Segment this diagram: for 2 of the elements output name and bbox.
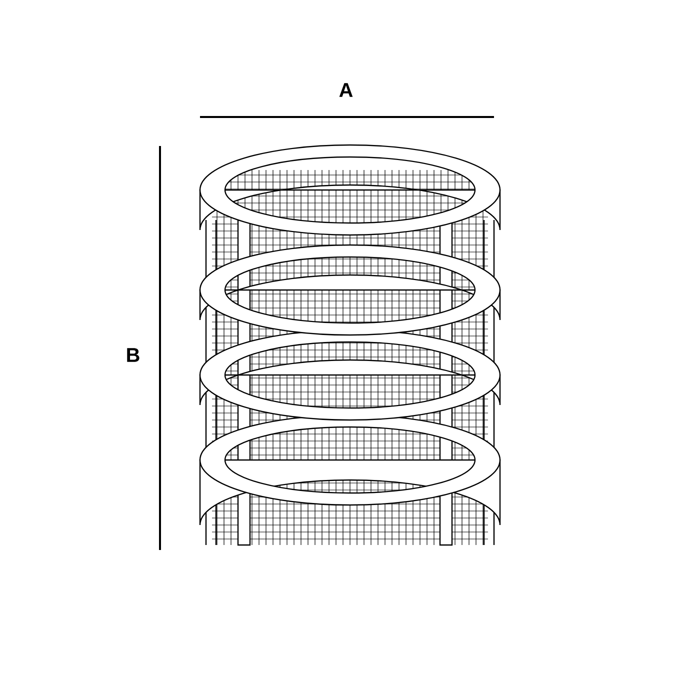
dimension-label: B [127,348,140,362]
dimension-label: A [339,83,353,97]
